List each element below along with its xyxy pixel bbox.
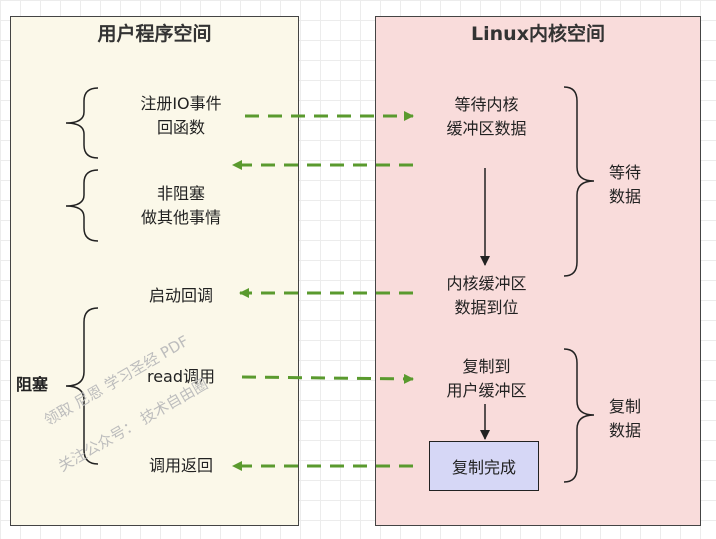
brace-register [65, 87, 99, 159]
copy-done-label: 复制完成 [451, 458, 516, 477]
copy-to-user-label: 复制到 用户缓冲区 [446, 357, 527, 400]
brace-wait-data [563, 86, 595, 277]
copy-data-label: 复制 数据 [608, 397, 641, 440]
register-callback-label: 注册IO事件 回函数 [140, 94, 222, 137]
wait-data-label: 等待 数据 [608, 163, 641, 206]
user-space-title: 用户程序空间 [97, 23, 212, 45]
kernel-space-title: Linux内核空间 [471, 23, 605, 45]
brace-blocking [65, 307, 99, 465]
start-callback-label: 启动回调 [148, 286, 213, 305]
arrow-read-call [241, 373, 414, 384]
call-return-label: 调用返回 [148, 456, 213, 475]
brace-copy-data [563, 348, 595, 483]
user-space-panel: 用户程序空间 [10, 16, 299, 526]
blocking-label: 阻塞 [16, 375, 49, 394]
copy-done-box: 复制完成 [429, 441, 539, 491]
wait-buffer-label: 等待内核 缓冲区数据 [446, 95, 527, 138]
brace-nonblocking [65, 169, 99, 242]
read-call-label: read调用 [146, 367, 216, 386]
data-ready-label: 内核缓冲区 数据到位 [446, 274, 527, 317]
non-blocking-label: 非阻塞 做其他事情 [140, 184, 221, 227]
